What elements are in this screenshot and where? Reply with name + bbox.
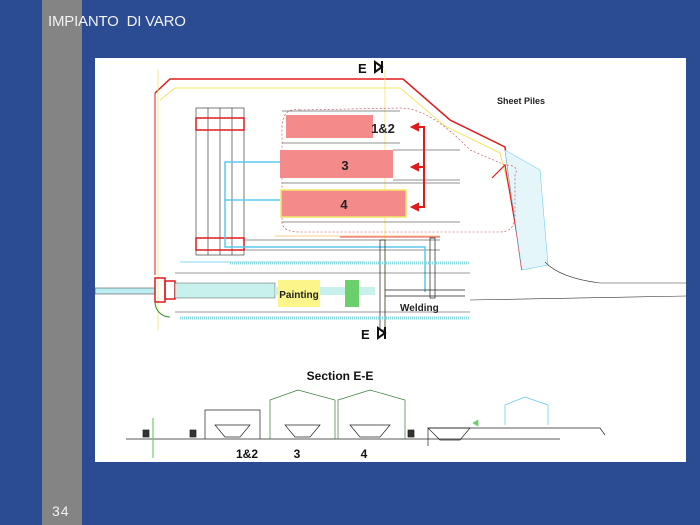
- transfer-structure: [340, 236, 465, 331]
- rails: [244, 110, 460, 251]
- section-bay-label: 3: [294, 447, 301, 461]
- bay-3: 3: [280, 150, 393, 178]
- section-marker-bottom-label: E: [361, 327, 370, 342]
- section-bay-label: 1&2: [236, 447, 258, 461]
- welding-station: Welding: [345, 280, 439, 314]
- launch-line: [95, 261, 470, 320]
- bay-1-2: 1&2: [286, 115, 395, 138]
- slide-title: IMPIANTO DI VARO: [48, 13, 186, 30]
- flow-lines: [180, 161, 426, 292]
- plan-svg: 1&2 3 4 Painting: [95, 60, 686, 461]
- section-title: Section E-E: [307, 369, 374, 383]
- painting-label: Painting: [279, 290, 318, 301]
- hall-zone: [281, 107, 517, 233]
- section-marker-top: E: [358, 60, 384, 76]
- welding-label: Welding: [400, 303, 439, 314]
- section-bay-label: 4: [361, 447, 368, 461]
- slide-sidebar-bar: [42, 0, 82, 525]
- section-arrow-icon: [374, 60, 384, 74]
- transfer-arrows: [409, 122, 425, 212]
- bay-1-2-label: 1&2: [371, 121, 395, 136]
- sheet-piles-label: Sheet Piles: [497, 96, 545, 106]
- section-marker-top-label: E: [358, 61, 367, 76]
- crane-grid: [195, 107, 245, 256]
- painting-station: Painting: [278, 280, 320, 307]
- bay-4-label: 4: [340, 197, 348, 212]
- slide-page-number: 34: [52, 503, 70, 519]
- launching-plant-drawing: 1&2 3 4 Painting: [95, 58, 686, 462]
- section-arrow-icon: [377, 326, 387, 340]
- bay-4: 4: [280, 189, 407, 218]
- section-marker-bottom: E: [361, 326, 387, 342]
- bay-3-label: 3: [341, 158, 348, 173]
- section-elevation: [126, 389, 606, 458]
